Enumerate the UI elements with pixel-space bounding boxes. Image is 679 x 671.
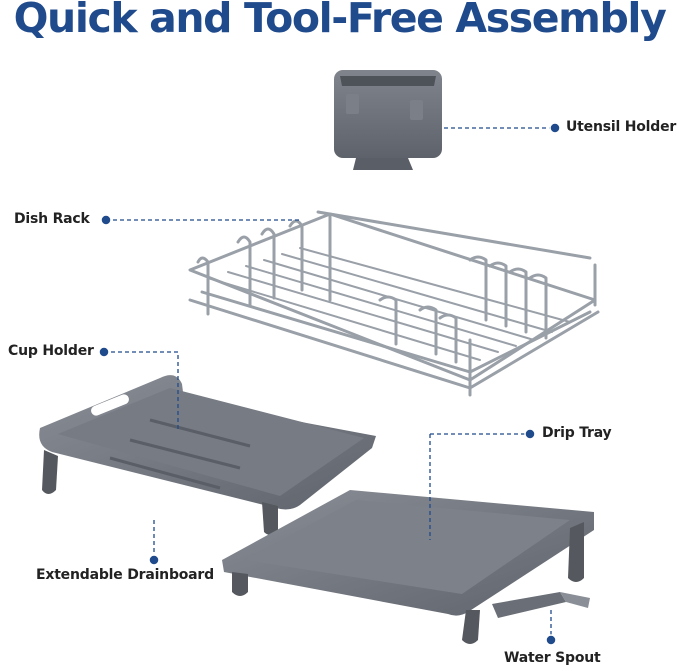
page-title: Quick and Tool-Free Assembly [13, 0, 667, 42]
drip-tray-label: Drip Tray [542, 425, 612, 441]
water-spout-dot-icon [545, 634, 557, 646]
extendable-drainboard-label: Extendable Drainboard [36, 567, 214, 583]
drip-tray-dot-icon [524, 428, 536, 440]
drainboard-dot-icon [148, 554, 160, 566]
dish-rack-image [188, 210, 600, 397]
cup-holder-dot-icon [98, 346, 110, 358]
leader-dots [98, 122, 561, 646]
utensil-holder-image [334, 70, 442, 170]
leader-lines [104, 127, 555, 640]
utensil-holder-dot-icon [549, 122, 561, 134]
dish-rack-dot-icon [100, 214, 112, 226]
drip-tray-image [222, 490, 594, 644]
dish-rack-label: Dish Rack [14, 211, 90, 227]
drainboard-image [39, 375, 376, 535]
cup-holder-label: Cup Holder [8, 343, 94, 359]
utensil-holder-label: Utensil Holder [566, 119, 677, 135]
water-spout-label: Water Spout [504, 650, 601, 666]
